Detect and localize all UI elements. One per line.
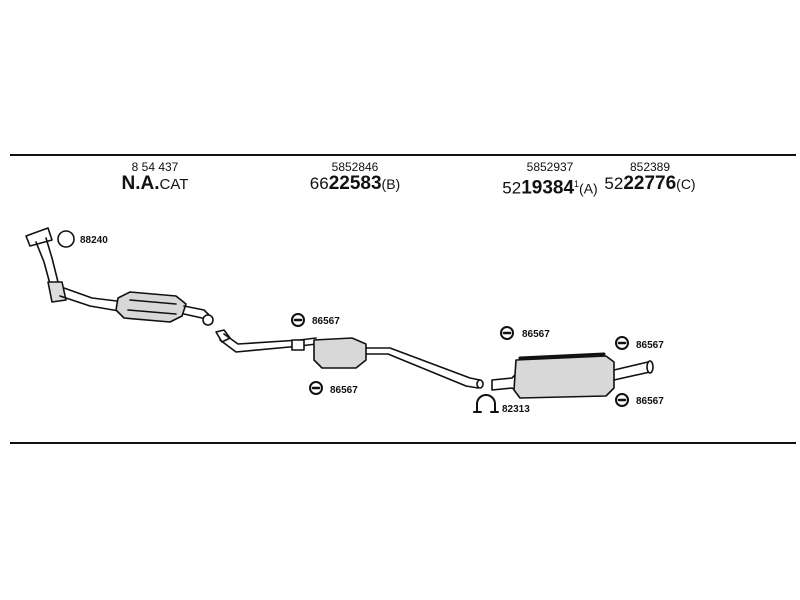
hanger-label: 86567 bbox=[330, 385, 358, 396]
header-a-partno: 52193841(A) bbox=[495, 174, 605, 199]
header-b[interactable]: 5852846 6622583(B) bbox=[290, 160, 420, 194]
header-b-suffix: (B) bbox=[381, 176, 401, 192]
clamp-icon[interactable] bbox=[473, 394, 499, 413]
header-a-sup: 1 bbox=[574, 179, 580, 189]
header-cat-prefix: N.A. bbox=[121, 173, 160, 194]
rear-silencer[interactable] bbox=[491, 352, 654, 399]
header-a-prefix: 52 bbox=[502, 178, 522, 198]
top-rule bbox=[10, 154, 796, 156]
hanger-label: 86567 bbox=[636, 396, 664, 407]
catalytic-converter[interactable] bbox=[115, 291, 214, 326]
header-c-ref: 852389 bbox=[629, 160, 671, 174]
header-cat-suffix: CAT bbox=[159, 176, 189, 193]
bottom-rule bbox=[10, 442, 796, 444]
front-downpipe[interactable] bbox=[25, 227, 126, 313]
hanger-icon[interactable] bbox=[291, 313, 305, 327]
hanger-label: 86567 bbox=[636, 340, 664, 351]
header-b-bold: 22583 bbox=[328, 173, 382, 194]
header-a[interactable]: 5852937 52193841(A) bbox=[495, 160, 605, 199]
ring-label: 88240 bbox=[80, 235, 108, 246]
header-cat[interactable]: 8 54 437 N.A.CAT bbox=[110, 160, 200, 195]
header-b-partno: 6622583(B) bbox=[290, 174, 420, 194]
header-c-suffix: (C) bbox=[676, 176, 696, 192]
header-cat-partno: N.A.CAT bbox=[110, 174, 200, 195]
header-a-suffix: (A) bbox=[579, 180, 598, 197]
hanger-label: 86567 bbox=[522, 329, 550, 340]
header-c-partno: 5222776(C) bbox=[600, 174, 700, 194]
header-a-ref: 5852937 bbox=[526, 160, 574, 174]
ring-icon[interactable] bbox=[57, 230, 75, 248]
clamp-label: 82313 bbox=[502, 404, 530, 415]
header-c-prefix: 52 bbox=[604, 174, 624, 193]
header-c[interactable]: 852389 5222776(C) bbox=[600, 160, 700, 194]
hanger-label: 86567 bbox=[312, 316, 340, 327]
hanger-icon[interactable] bbox=[615, 336, 629, 350]
header-a-bold: 19384 bbox=[521, 177, 575, 199]
middle-pipe-silencer[interactable] bbox=[215, 329, 484, 389]
header-cat-ref: 8 54 437 bbox=[131, 160, 179, 174]
header-b-prefix: 66 bbox=[309, 174, 329, 193]
header-b-ref: 5852846 bbox=[331, 160, 379, 174]
header-c-bold: 22776 bbox=[623, 173, 677, 194]
hanger-icon[interactable] bbox=[309, 381, 323, 395]
hanger-icon[interactable] bbox=[500, 326, 514, 340]
hanger-icon[interactable] bbox=[615, 393, 629, 407]
